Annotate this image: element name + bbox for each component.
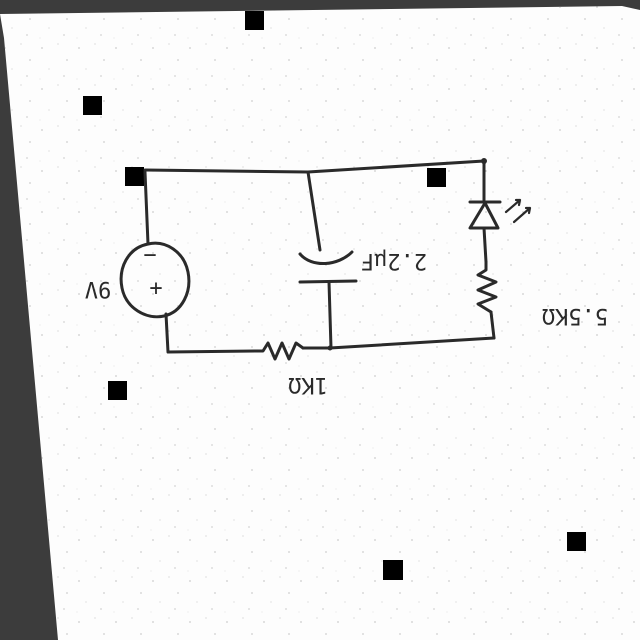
marker xyxy=(383,560,403,580)
source-label: 9V xyxy=(85,276,112,301)
capacitor-label: 2.2µF xyxy=(361,248,427,273)
marker xyxy=(125,167,144,186)
marker xyxy=(108,381,127,400)
source-plus-sign: + xyxy=(149,276,162,301)
circuit-wires xyxy=(143,158,496,354)
marker xyxy=(83,96,102,115)
source-minus-sign: − xyxy=(143,243,156,268)
resistor-bottom: 1KΩ xyxy=(256,341,328,397)
paper-speckle xyxy=(0,6,640,640)
resistor-right-zigzag xyxy=(476,260,498,314)
marker xyxy=(567,532,586,551)
source-bottom-lead xyxy=(164,312,260,354)
source-top-lead xyxy=(143,170,150,246)
cap-bottom-lead xyxy=(327,280,333,350)
junction-dot xyxy=(327,345,333,351)
marker xyxy=(245,11,264,30)
led-resistor-wire xyxy=(482,226,488,264)
resistor-right: 5.5KΩ xyxy=(476,260,608,328)
led xyxy=(468,198,532,230)
junction-dot xyxy=(481,158,487,164)
voltage-source: − + 9V xyxy=(85,241,191,319)
capacitor-flat-plate xyxy=(298,279,358,284)
marker xyxy=(427,168,446,187)
led-arrow-icon xyxy=(504,198,522,214)
led-triangle xyxy=(468,201,500,230)
led-arrow-icon xyxy=(512,206,532,224)
capacitor: 2.2µF xyxy=(298,248,427,284)
resistor-bottom-zigzag xyxy=(256,341,305,361)
resistor-right-label: 5.5KΩ xyxy=(542,303,608,328)
voltage-source-circle xyxy=(119,241,191,319)
resistor-right-bottom-lead xyxy=(489,310,496,340)
fiducial-markers xyxy=(83,11,586,580)
cap-top-lead xyxy=(306,170,322,252)
resistor-bottom-label: 1KΩ xyxy=(288,372,328,397)
capacitor-curved-plate xyxy=(298,250,354,266)
